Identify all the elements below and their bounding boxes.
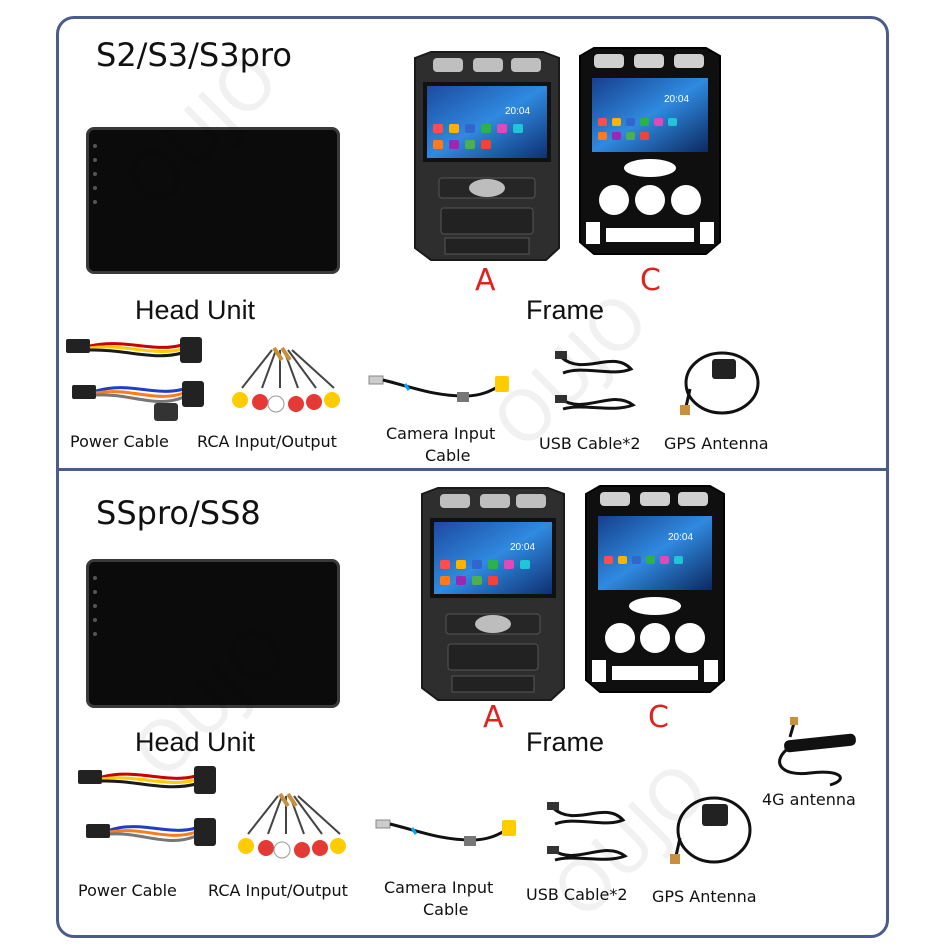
svg-text:20:04: 20:04	[505, 106, 530, 117]
gps-antenna-image	[680, 351, 760, 415]
4g-antenna-label: 4G antenna	[762, 790, 856, 809]
usb-cable-image	[555, 351, 636, 411]
frame-label: Frame	[526, 295, 605, 325]
rca-cable-image	[238, 792, 346, 859]
frame-label: Frame	[526, 727, 605, 757]
frame-c-image: 20:04	[579, 47, 721, 255]
frame-a-image: 20:04	[414, 51, 560, 261]
svg-text:20:04: 20:04	[664, 94, 689, 105]
frame-a-label: A	[483, 700, 504, 735]
head-unit-buttons	[93, 144, 99, 214]
gps-antenna-label: GPS Antenna	[664, 434, 769, 453]
usb-cable-image	[547, 802, 628, 862]
head-unit-label: Head Unit	[135, 727, 256, 757]
camera-cable-label-line1: Camera Input	[386, 424, 496, 443]
power-cable-image	[66, 337, 204, 421]
head-unit-label: Head Unit	[135, 295, 256, 325]
frame-c-label: C	[640, 263, 661, 298]
section-title: SSpro/SS8	[96, 494, 261, 532]
power-cable-label: Power Cable	[70, 432, 169, 451]
frame-a-image: 20:04	[421, 487, 565, 701]
rca-cable-label: RCA Input/Output	[208, 881, 348, 900]
usb-cable-label: USB Cable*2	[526, 885, 628, 904]
camera-cable-label-line2: Cable	[423, 900, 469, 919]
gps-antenna-image	[670, 796, 752, 864]
rca-cable-image	[232, 346, 340, 413]
camera-cable-label-line1: Camera Input	[384, 878, 494, 897]
4g-antenna-image	[778, 717, 856, 787]
camera-cable-image	[375, 819, 516, 846]
section-divider	[56, 468, 889, 471]
power-cable-image	[78, 766, 216, 846]
head-unit-image	[86, 127, 340, 274]
frame-a-label: A	[475, 263, 496, 298]
head-unit-buttons	[93, 576, 99, 646]
gps-antenna-label: GPS Antenna	[652, 887, 757, 906]
camera-cable-image	[368, 375, 509, 402]
svg-text:20:04: 20:04	[668, 532, 693, 543]
head-unit-image	[86, 559, 340, 708]
rca-cable-label: RCA Input/Output	[197, 432, 337, 451]
camera-cable-label-line2: Cable	[425, 446, 471, 465]
frame-c-label: C	[648, 700, 669, 735]
section-title: S2/S3/S3pro	[96, 36, 292, 74]
svg-text:20:04: 20:04	[510, 542, 535, 553]
power-cable-label: Power Cable	[78, 881, 177, 900]
frame-c-image: 20:04	[585, 485, 725, 693]
usb-cable-label: USB Cable*2	[539, 434, 641, 453]
